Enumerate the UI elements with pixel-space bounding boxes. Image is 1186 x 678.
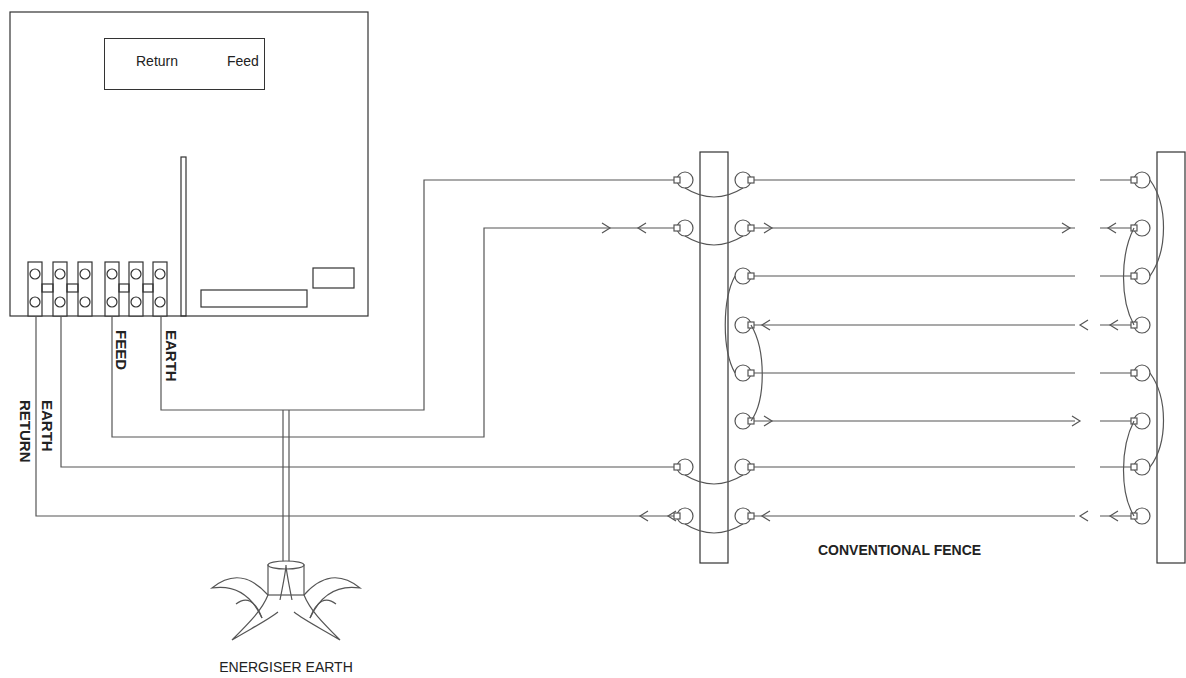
earth-rod bbox=[288, 410, 289, 565]
terminal-label: FEED bbox=[114, 330, 129, 370]
fence-caption: CONVENTIONAL FENCE bbox=[818, 543, 981, 557]
fence-post bbox=[700, 152, 728, 563]
earth-wire bbox=[61, 316, 677, 467]
divider-bar bbox=[181, 157, 186, 316]
earth-stake-symbol bbox=[212, 561, 360, 640]
energiser-housing bbox=[10, 12, 368, 316]
panel-label: Return bbox=[136, 53, 178, 69]
circuit-strip bbox=[201, 290, 307, 307]
earth-wire bbox=[161, 180, 677, 410]
earth-caption: ENERGISER EARTH bbox=[219, 660, 353, 674]
mode-panel: Return Feed bbox=[104, 38, 265, 90]
terminal-label: EARTH bbox=[164, 330, 179, 382]
return-wire bbox=[36, 316, 685, 516]
indicator-window bbox=[313, 268, 354, 288]
terminal-label: EARTH bbox=[40, 400, 55, 452]
panel-label: Feed bbox=[227, 53, 259, 69]
terminal-block bbox=[28, 262, 167, 316]
earth-rod bbox=[282, 410, 283, 565]
fence-post bbox=[1157, 152, 1185, 563]
terminal-label: RETURN bbox=[18, 400, 33, 463]
fence-wires bbox=[602, 172, 1164, 533]
feed-wire bbox=[112, 228, 677, 437]
